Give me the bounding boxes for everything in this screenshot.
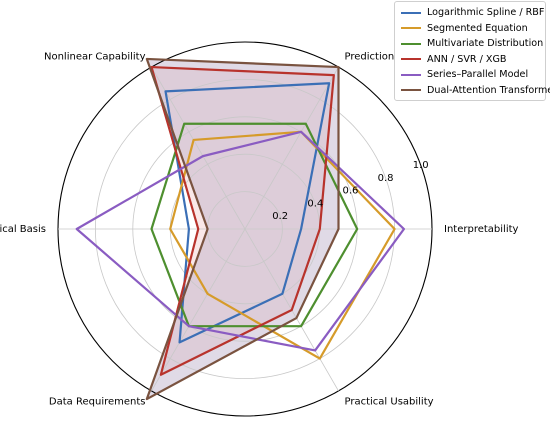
axis-label-4: Data Requirements [49, 396, 146, 407]
series-line-2 [150, 122, 359, 328]
legend-item-1: Segmented Equation [395, 21, 545, 37]
axis-label-5: Practical Usability [345, 396, 434, 407]
legend-label: Segmented Equation [427, 22, 528, 34]
legend-label: Logarithmic Spline / RBF [427, 7, 545, 19]
legend-item-3: ANN / SVR / XGB [395, 52, 545, 68]
series-lines [75, 57, 406, 401]
legend-swatch [401, 27, 421, 30]
radial-tick-labels: 0.2 0.4 0.6 0.8 1.0 [272, 160, 428, 222]
legend-item-0: Logarithmic Spline / RBF [395, 5, 545, 21]
radial-tick-label-2: 0.6 [342, 186, 358, 197]
series-line-5 [145, 57, 340, 401]
legend-item-5: Dual-Attention Transformer [395, 83, 550, 99]
axis-label-1: Prediction Accuracy [345, 52, 444, 63]
series-fill-3 [151, 67, 334, 375]
axis-label-3: Physical Basis [0, 224, 46, 235]
legend-label: Series–Parallel Model [427, 69, 529, 81]
radial-tick-label-1: 0.4 [307, 198, 323, 209]
legend-swatch [401, 58, 421, 61]
radial-tick-label-4: 1.0 [413, 160, 429, 171]
radial-tick-label-0: 0.2 [272, 211, 288, 222]
axis-label-2: Nonlinear Capability [44, 52, 146, 63]
legend-label: ANN / SVR / XGB [427, 53, 507, 65]
grid-spoke-1 [244, 66, 339, 230]
legend-item-2: Multivariate Distribution [395, 36, 545, 52]
legend-item-4: Series–Parallel Model [395, 67, 545, 83]
legend-swatch [401, 42, 421, 45]
axis-label-0: Interpretability [444, 224, 519, 235]
series-line-4 [75, 130, 406, 352]
legend-label: Multivariate Distribution [427, 38, 544, 50]
axis-labels: Interpretability Prediction Accuracy Nonli… [0, 52, 519, 408]
legend-swatch [401, 11, 421, 14]
series-line-3 [150, 65, 335, 376]
grid-spoke-4 [151, 228, 246, 392]
legend: Logarithmic Spline / RBF Segmented Equati… [394, 1, 550, 101]
series-line-0 [164, 82, 331, 344]
legend-swatch [401, 89, 421, 92]
legend-label: Dual-Attention Transformer [427, 84, 550, 96]
legend-swatch [401, 73, 421, 76]
radial-tick-label-3: 0.8 [378, 173, 394, 184]
